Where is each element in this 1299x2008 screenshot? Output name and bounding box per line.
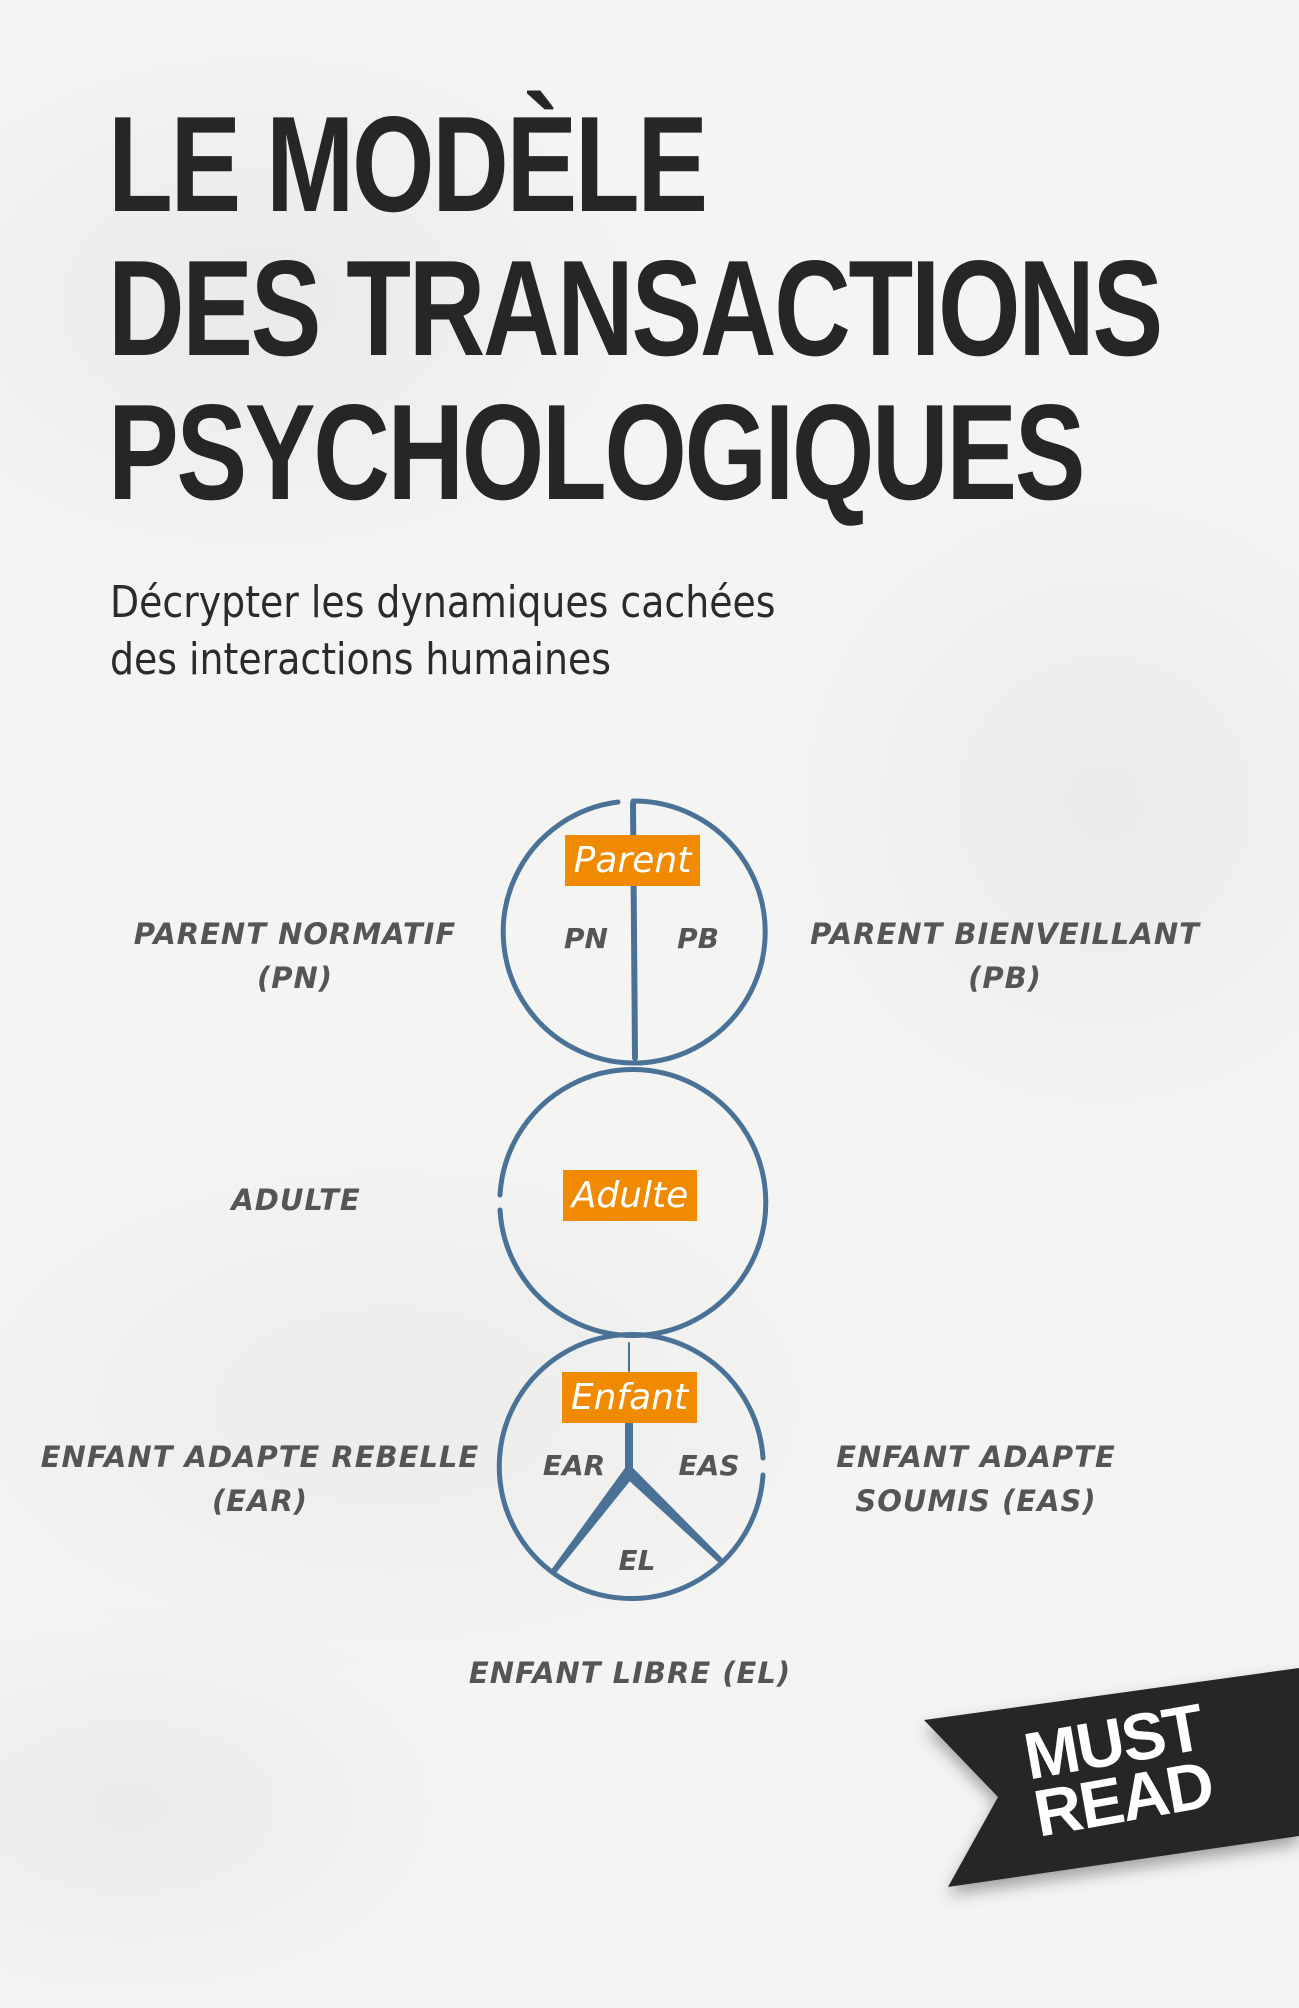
parent-tag: Parent xyxy=(565,835,700,886)
parent-normatif-label: PARENT NORMATIF (PN) xyxy=(133,917,457,995)
adulte-label: ADULTE xyxy=(231,1183,361,1217)
enfant-adapte-soumis-label: ENFANT ADAPTE SOUMIS (EAS) xyxy=(836,1440,1116,1518)
enfant-circle xyxy=(496,1332,766,1601)
pn-label: PN xyxy=(564,922,608,955)
eas-label: EAS xyxy=(678,1449,740,1482)
enfant-tag: Enfant xyxy=(562,1372,697,1423)
el-label: EL xyxy=(618,1544,656,1577)
enfant-libre-label: ENFANT LIBRE (EL) xyxy=(468,1656,792,1690)
parent-bienveillant-label: PARENT BIENVEILLANT (PB) xyxy=(810,917,1200,995)
title-line-2: DES TRANSACTIONS xyxy=(108,232,1163,384)
enfant-spoke-left xyxy=(551,1468,634,1573)
parent-circle xyxy=(500,798,768,1066)
enfant-spoke-right xyxy=(625,1468,724,1563)
ear-label: EAR xyxy=(542,1449,606,1482)
adulte-circle xyxy=(497,1067,769,1338)
adulte-tag: Adulte xyxy=(563,1170,697,1221)
must-read-badge: MUST READ xyxy=(1009,1689,1226,1850)
title-line-3: PSYCHOLOGIQUES xyxy=(108,376,1085,528)
subtitle-line-1: Décrypter les dynamiques cachées xyxy=(110,577,776,628)
pb-label: PB xyxy=(677,922,719,955)
subtitle-line-2: des interactions humaines xyxy=(110,634,611,685)
enfant-adapte-rebelle-label: ENFANT ADAPTE REBELLE (EAR) xyxy=(40,1440,480,1518)
book-subtitle: Décrypter les dynamiques cachées des int… xyxy=(110,574,775,688)
book-title: LE MODÈLE DES TRANSACTIONS PSYCHOLOGIQUE… xyxy=(108,88,1163,528)
title-line-1: LE MODÈLE xyxy=(108,88,708,240)
